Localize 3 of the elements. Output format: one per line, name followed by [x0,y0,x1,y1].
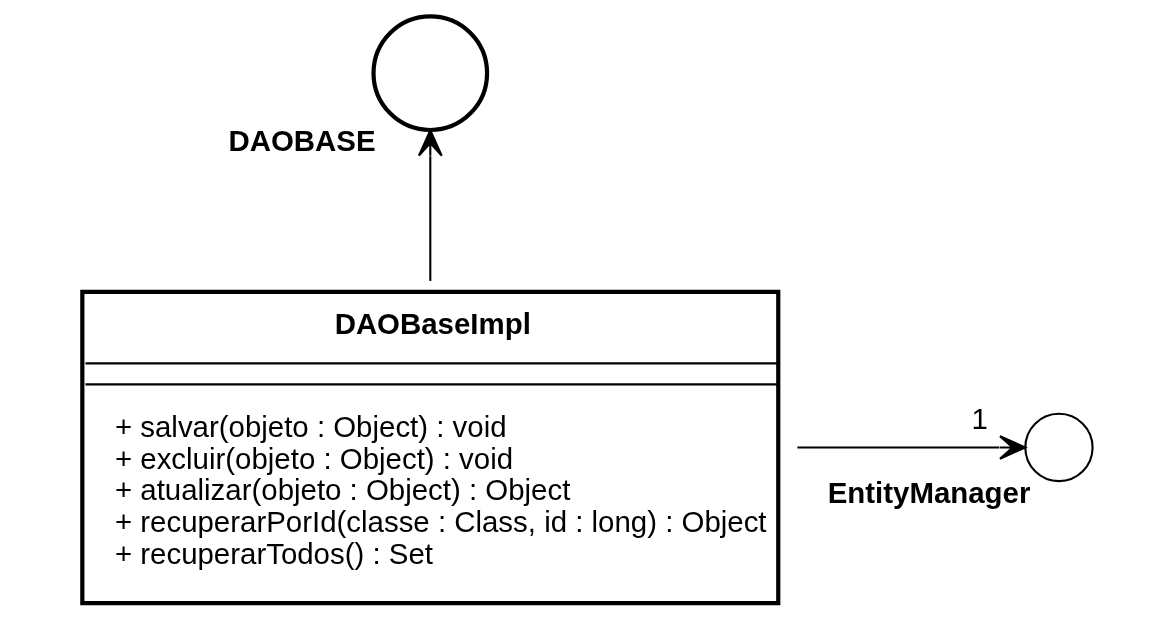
edge-label: 1 [971,401,988,435]
node-label: DAOBASE [228,124,376,158]
node-label: EntityManager [827,475,1031,509]
